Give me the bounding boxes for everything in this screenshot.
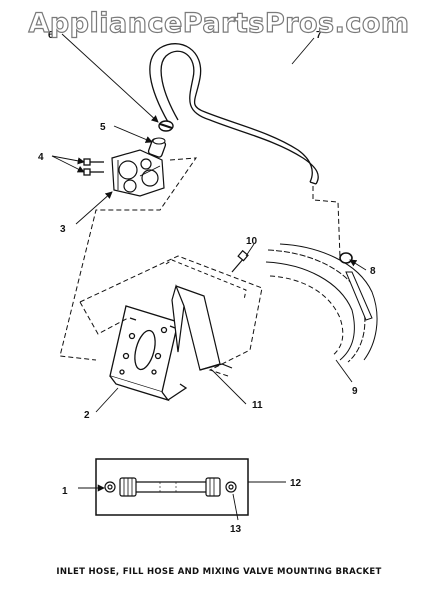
callout-8: 8 xyxy=(370,266,376,277)
inlet-hose-box xyxy=(95,458,249,516)
cabinet-outline-dashed xyxy=(79,255,263,377)
hose-route-dashed xyxy=(312,186,341,259)
callout-9: 9 xyxy=(352,386,358,397)
mounting-bracket xyxy=(109,305,188,402)
mixing-valve xyxy=(111,149,165,197)
callout-5: 5 xyxy=(100,122,106,133)
mounting-screws xyxy=(83,158,104,176)
inlet-hose xyxy=(104,477,237,497)
callout-12: 12 xyxy=(290,478,302,489)
diagram-caption: INLET HOSE, FILL HOSE AND MIXING VALVE M… xyxy=(56,567,382,577)
tub-ring xyxy=(265,243,378,363)
callout-3: 3 xyxy=(60,224,66,235)
side-panel xyxy=(171,284,233,371)
callout-13: 13 xyxy=(230,524,242,535)
callout-6: 6 xyxy=(48,30,54,41)
elbow-fitting xyxy=(147,137,167,158)
callout-7: 7 xyxy=(316,30,322,41)
valve-outline-dashed xyxy=(59,157,198,361)
leader-lines xyxy=(51,33,367,521)
callout-labels: 1 2 3 4 5 6 7 8 9 10 11 12 13 xyxy=(38,30,376,535)
callout-1: 1 xyxy=(62,486,68,497)
hose-clamp xyxy=(158,120,174,132)
callout-4: 4 xyxy=(38,152,44,163)
bracket-screw xyxy=(231,249,249,273)
callout-11: 11 xyxy=(252,400,263,411)
hose-clamp-tub xyxy=(339,252,353,264)
callout-2: 2 xyxy=(84,410,90,421)
callout-10: 10 xyxy=(246,236,258,247)
fill-hose xyxy=(149,43,319,185)
